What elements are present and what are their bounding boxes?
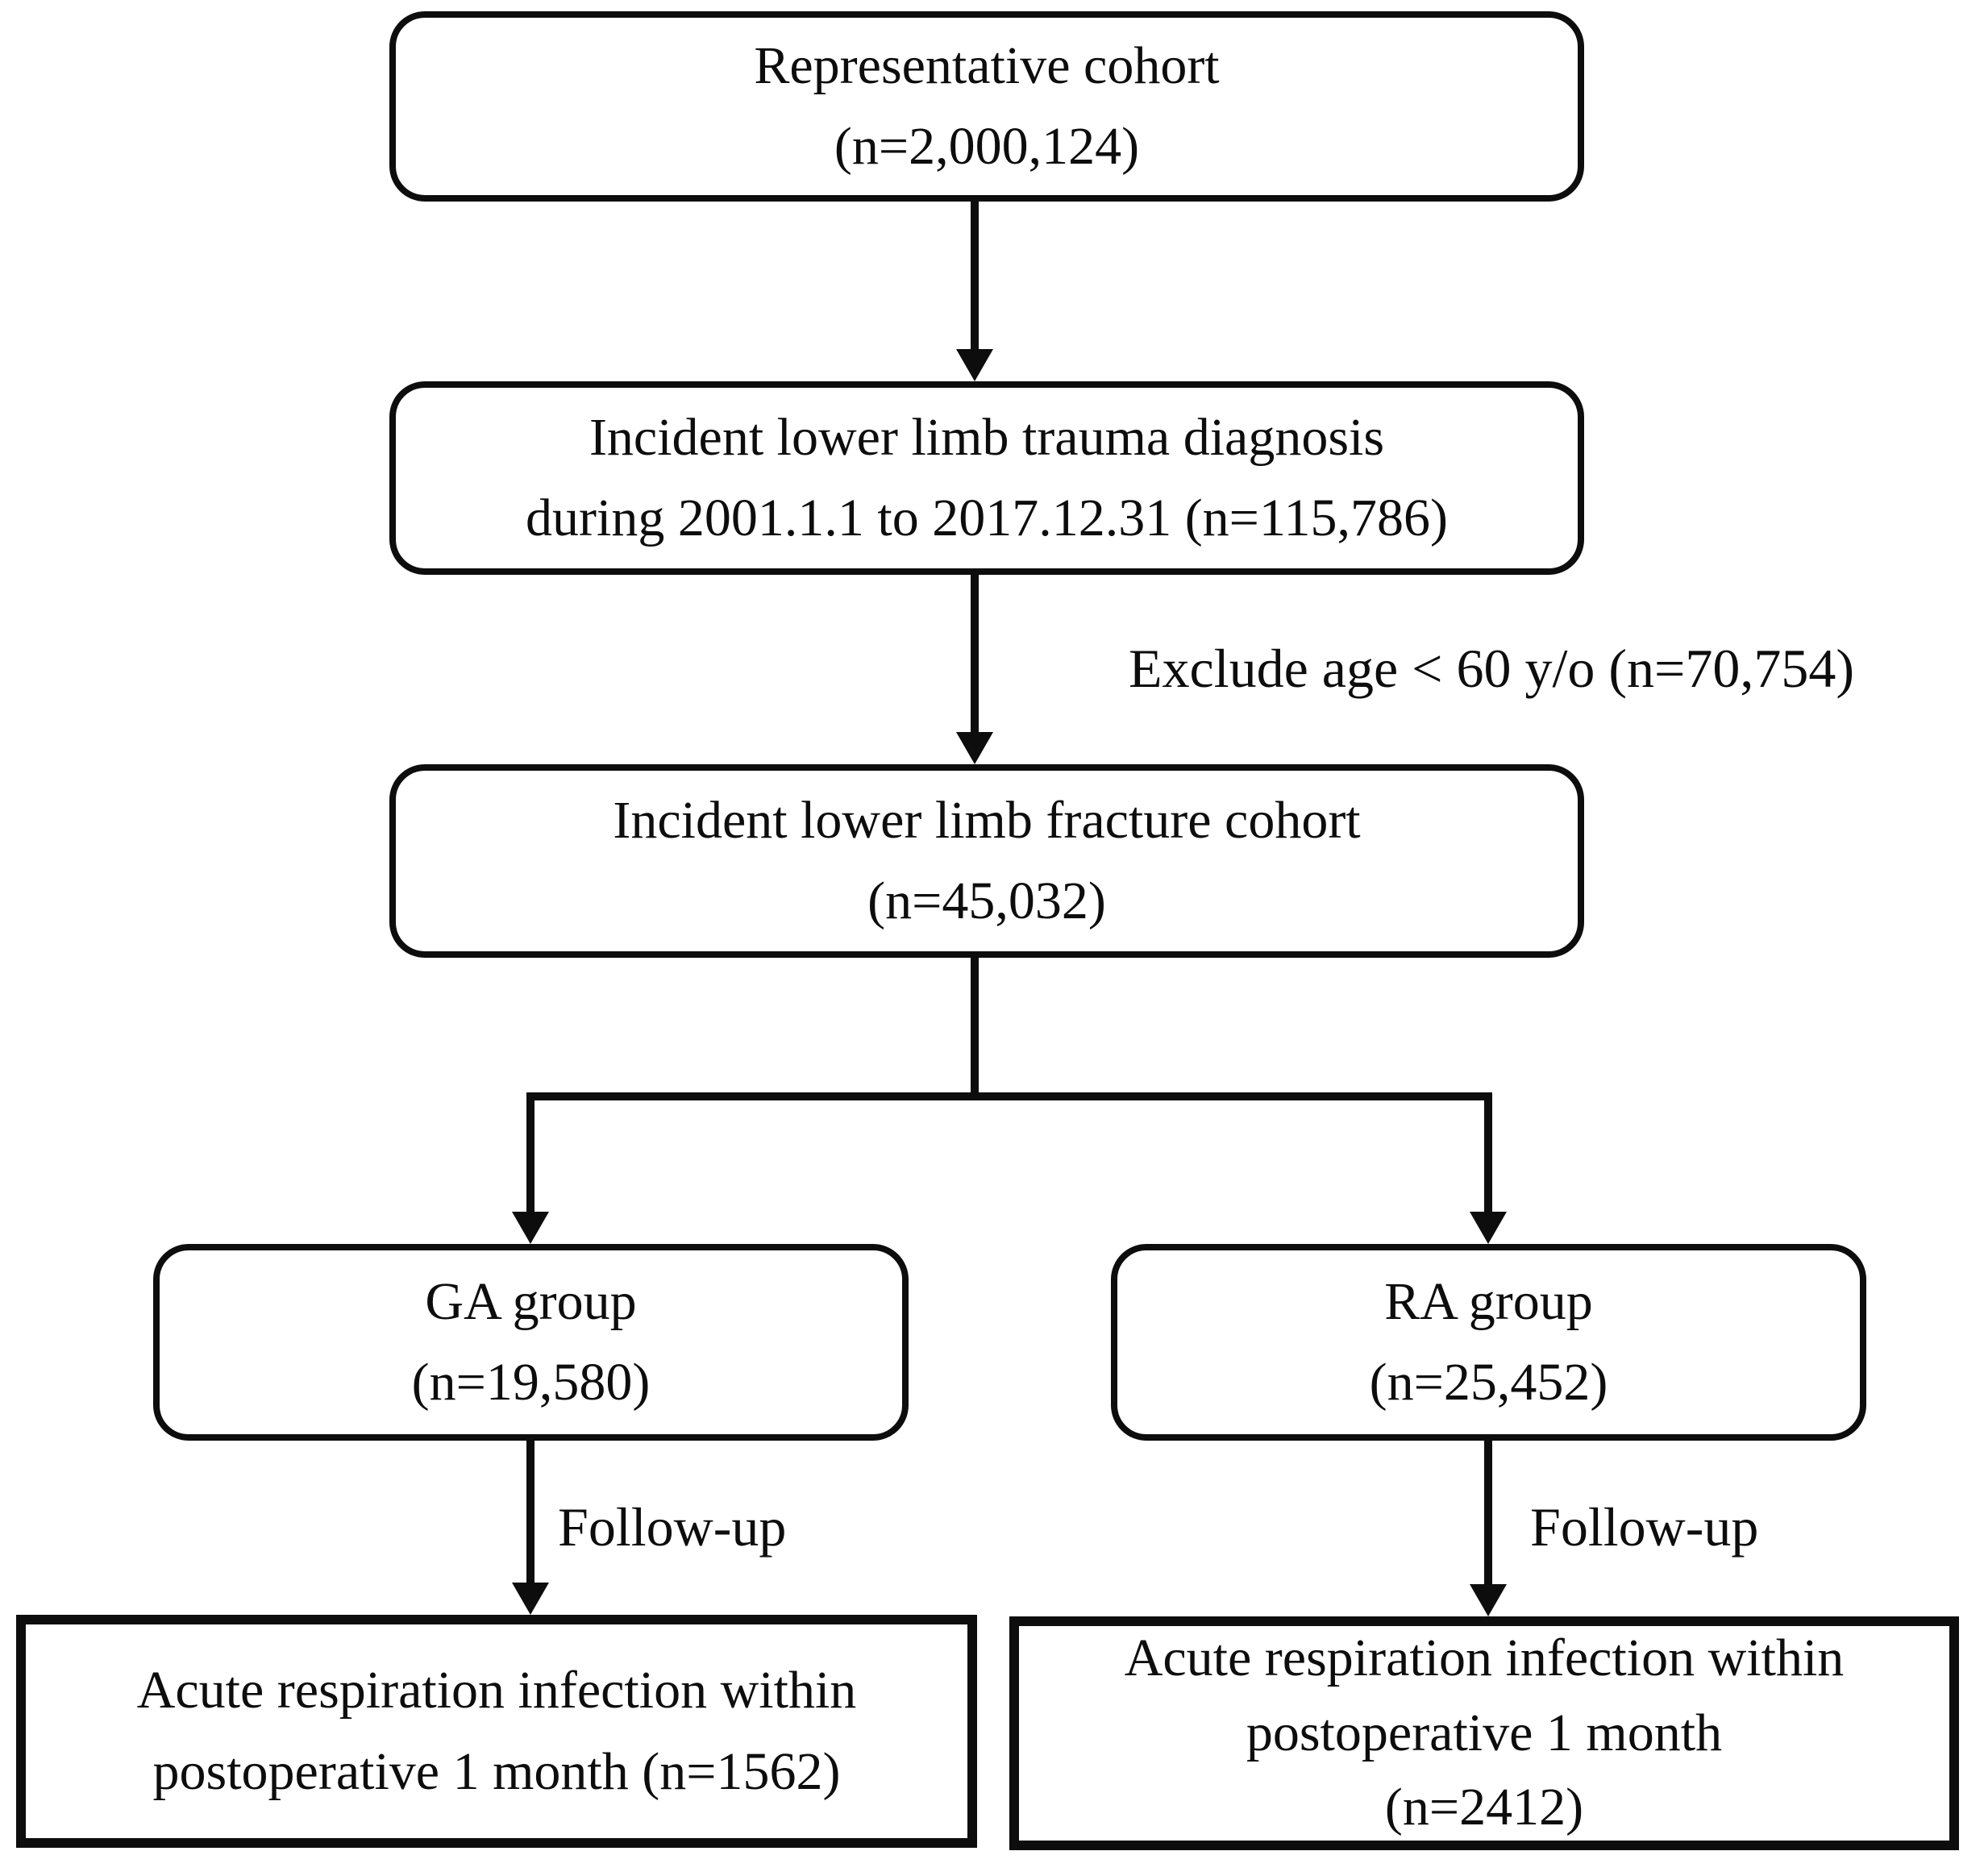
box-ga-group-count: (n=19,580) [411, 1353, 651, 1412]
follow-up-label-left: Follow-up [558, 1496, 787, 1558]
box-fracture-cohort-count: (n=45,032) [867, 871, 1106, 930]
branch-horizontal-line [526, 1092, 1492, 1100]
box-fracture-cohort-title: Incident lower limb fracture cohort [613, 790, 1361, 850]
box-representative-cohort: Representative cohort (n=2,000,124) [389, 11, 1584, 202]
box-ra-group-count: (n=25,452) [1369, 1353, 1608, 1412]
arrow-down-icon [512, 1212, 549, 1244]
arrow-down-icon [1470, 1584, 1507, 1616]
exclude-age-label: Exclude age < 60 y/o (n=70,754) [1129, 638, 1855, 699]
box-ra-outcome-line1: Acute respiration infection within [1124, 1629, 1845, 1688]
box-trauma-diagnosis: Incident lower limb trauma diagnosis dur… [389, 381, 1584, 575]
connector-representative-to-trauma [971, 202, 979, 352]
box-ga-group: GA group (n=19,580) [153, 1244, 909, 1441]
connector-trauma-to-fracture [971, 575, 979, 734]
follow-up-label-right: Follow-up [1530, 1496, 1759, 1558]
box-ra-group-title: RA group [1384, 1271, 1593, 1331]
box-representative-cohort-title: Representative cohort [754, 35, 1220, 95]
arrow-down-icon [512, 1583, 549, 1615]
box-ra-outcome: Acute respiration infection within posto… [1009, 1616, 1959, 1850]
box-trauma-diagnosis-count: during 2001.1.1 to 2017.12.31 (n=115,786… [526, 489, 1448, 547]
arrow-down-icon [956, 349, 993, 381]
box-ga-outcome: Acute respiration infection within posto… [16, 1615, 977, 1848]
connector-branch-to-ga [526, 1092, 534, 1213]
box-ga-outcome-line2: postoperative 1 month (n=1562) [152, 1741, 841, 1801]
branch-stem-line [971, 958, 979, 1096]
box-ra-outcome-line2: postoperative 1 month [1246, 1703, 1723, 1762]
box-trauma-diagnosis-title: Incident lower limb trauma diagnosis [589, 407, 1385, 467]
connector-ga-to-outcome [526, 1441, 534, 1584]
arrow-down-icon [1470, 1212, 1507, 1244]
box-representative-cohort-count: (n=2,000,124) [834, 117, 1140, 176]
box-ga-group-title: GA group [425, 1271, 637, 1331]
arrow-down-icon [956, 732, 993, 764]
box-fracture-cohort: Incident lower limb fracture cohort (n=4… [389, 764, 1584, 958]
box-ga-outcome-line1: Acute respiration infection within [136, 1661, 857, 1720]
box-ra-group: RA group (n=25,452) [1111, 1244, 1866, 1441]
connector-ra-to-outcome [1484, 1441, 1492, 1586]
connector-branch-to-ra [1484, 1092, 1492, 1213]
box-ra-outcome-count: (n=2412) [1384, 1778, 1584, 1837]
